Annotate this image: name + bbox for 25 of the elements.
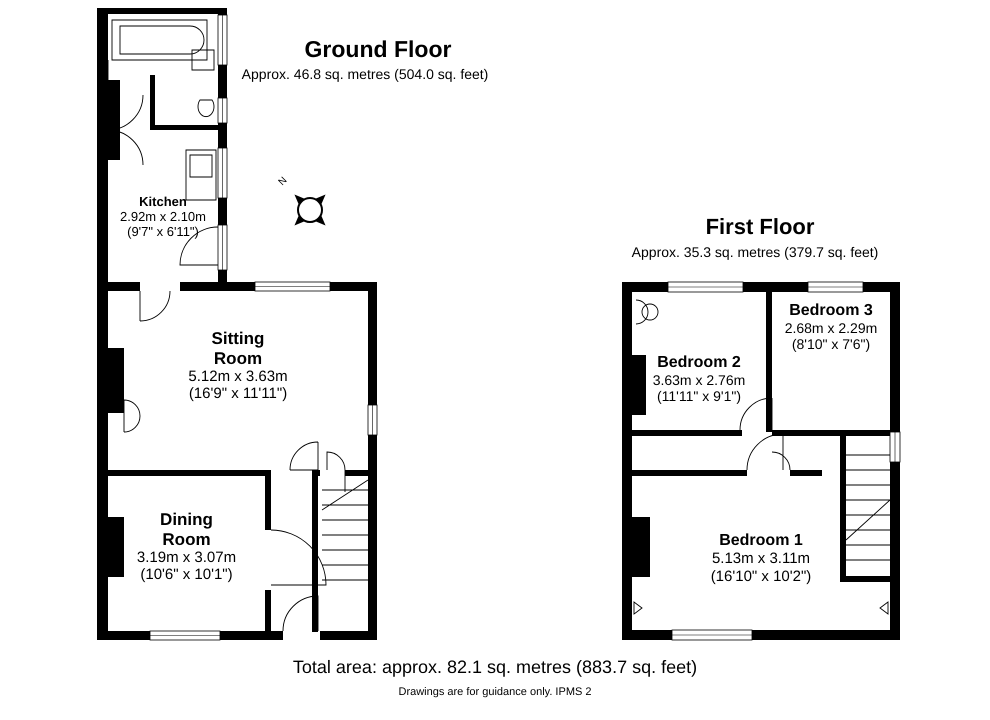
total-area-note: Total area: approx. 82.1 sq. metres (883.7 sq. feet) (292, 657, 698, 678)
room-name: Dining Room (159, 510, 214, 550)
room-dimensions: 2.92m x 2.10m (119, 210, 207, 225)
area-note: Approx. 46.8 sq. metres (504.0 sq. feet) (242, 66, 488, 82)
room-name: Bedroom 2 (656, 354, 742, 372)
room-dimensions: 3.19m x 3.07m (136, 549, 238, 566)
room-name: Bedroom 3 (788, 302, 874, 320)
room-dimensions-imperial: (16'9" x 11'11") (188, 385, 288, 403)
room-dimensions-imperial: (11'11" x 9'1") (656, 388, 742, 405)
floor-heading: Ground Floor (304, 36, 452, 63)
room-dimensions-imperial: (10'6" x 10'1") (139, 566, 234, 584)
room-name: Kitchen (138, 195, 188, 210)
area-note: Approx. 35.3 sq. metres (379.7 sq. feet) (632, 244, 878, 260)
disclaimer-note: Drawings are for guidance only. IPMS 2 (398, 686, 592, 698)
room-dimensions: 3.63m x 2.76m (652, 372, 746, 388)
room-dimensions-imperial: (9'7" x 6'11") (126, 224, 200, 240)
room-dimensions-imperial: (8'10" x 7'6") (790, 336, 872, 353)
room-name: Bedroom 1 (718, 532, 804, 550)
room-dimensions: 2.68m x 2.29m (784, 320, 878, 336)
room-name: Sitting Room (210, 329, 266, 368)
compass-label: N (276, 175, 290, 188)
room-dimensions: 5.12m x 3.63m (187, 368, 289, 386)
room-dimensions: 5.13m x 3.11m (710, 550, 812, 568)
room-dimensions-imperial: (16'10" x 10'2") (710, 568, 812, 585)
floor-heading: First Floor (706, 214, 814, 240)
